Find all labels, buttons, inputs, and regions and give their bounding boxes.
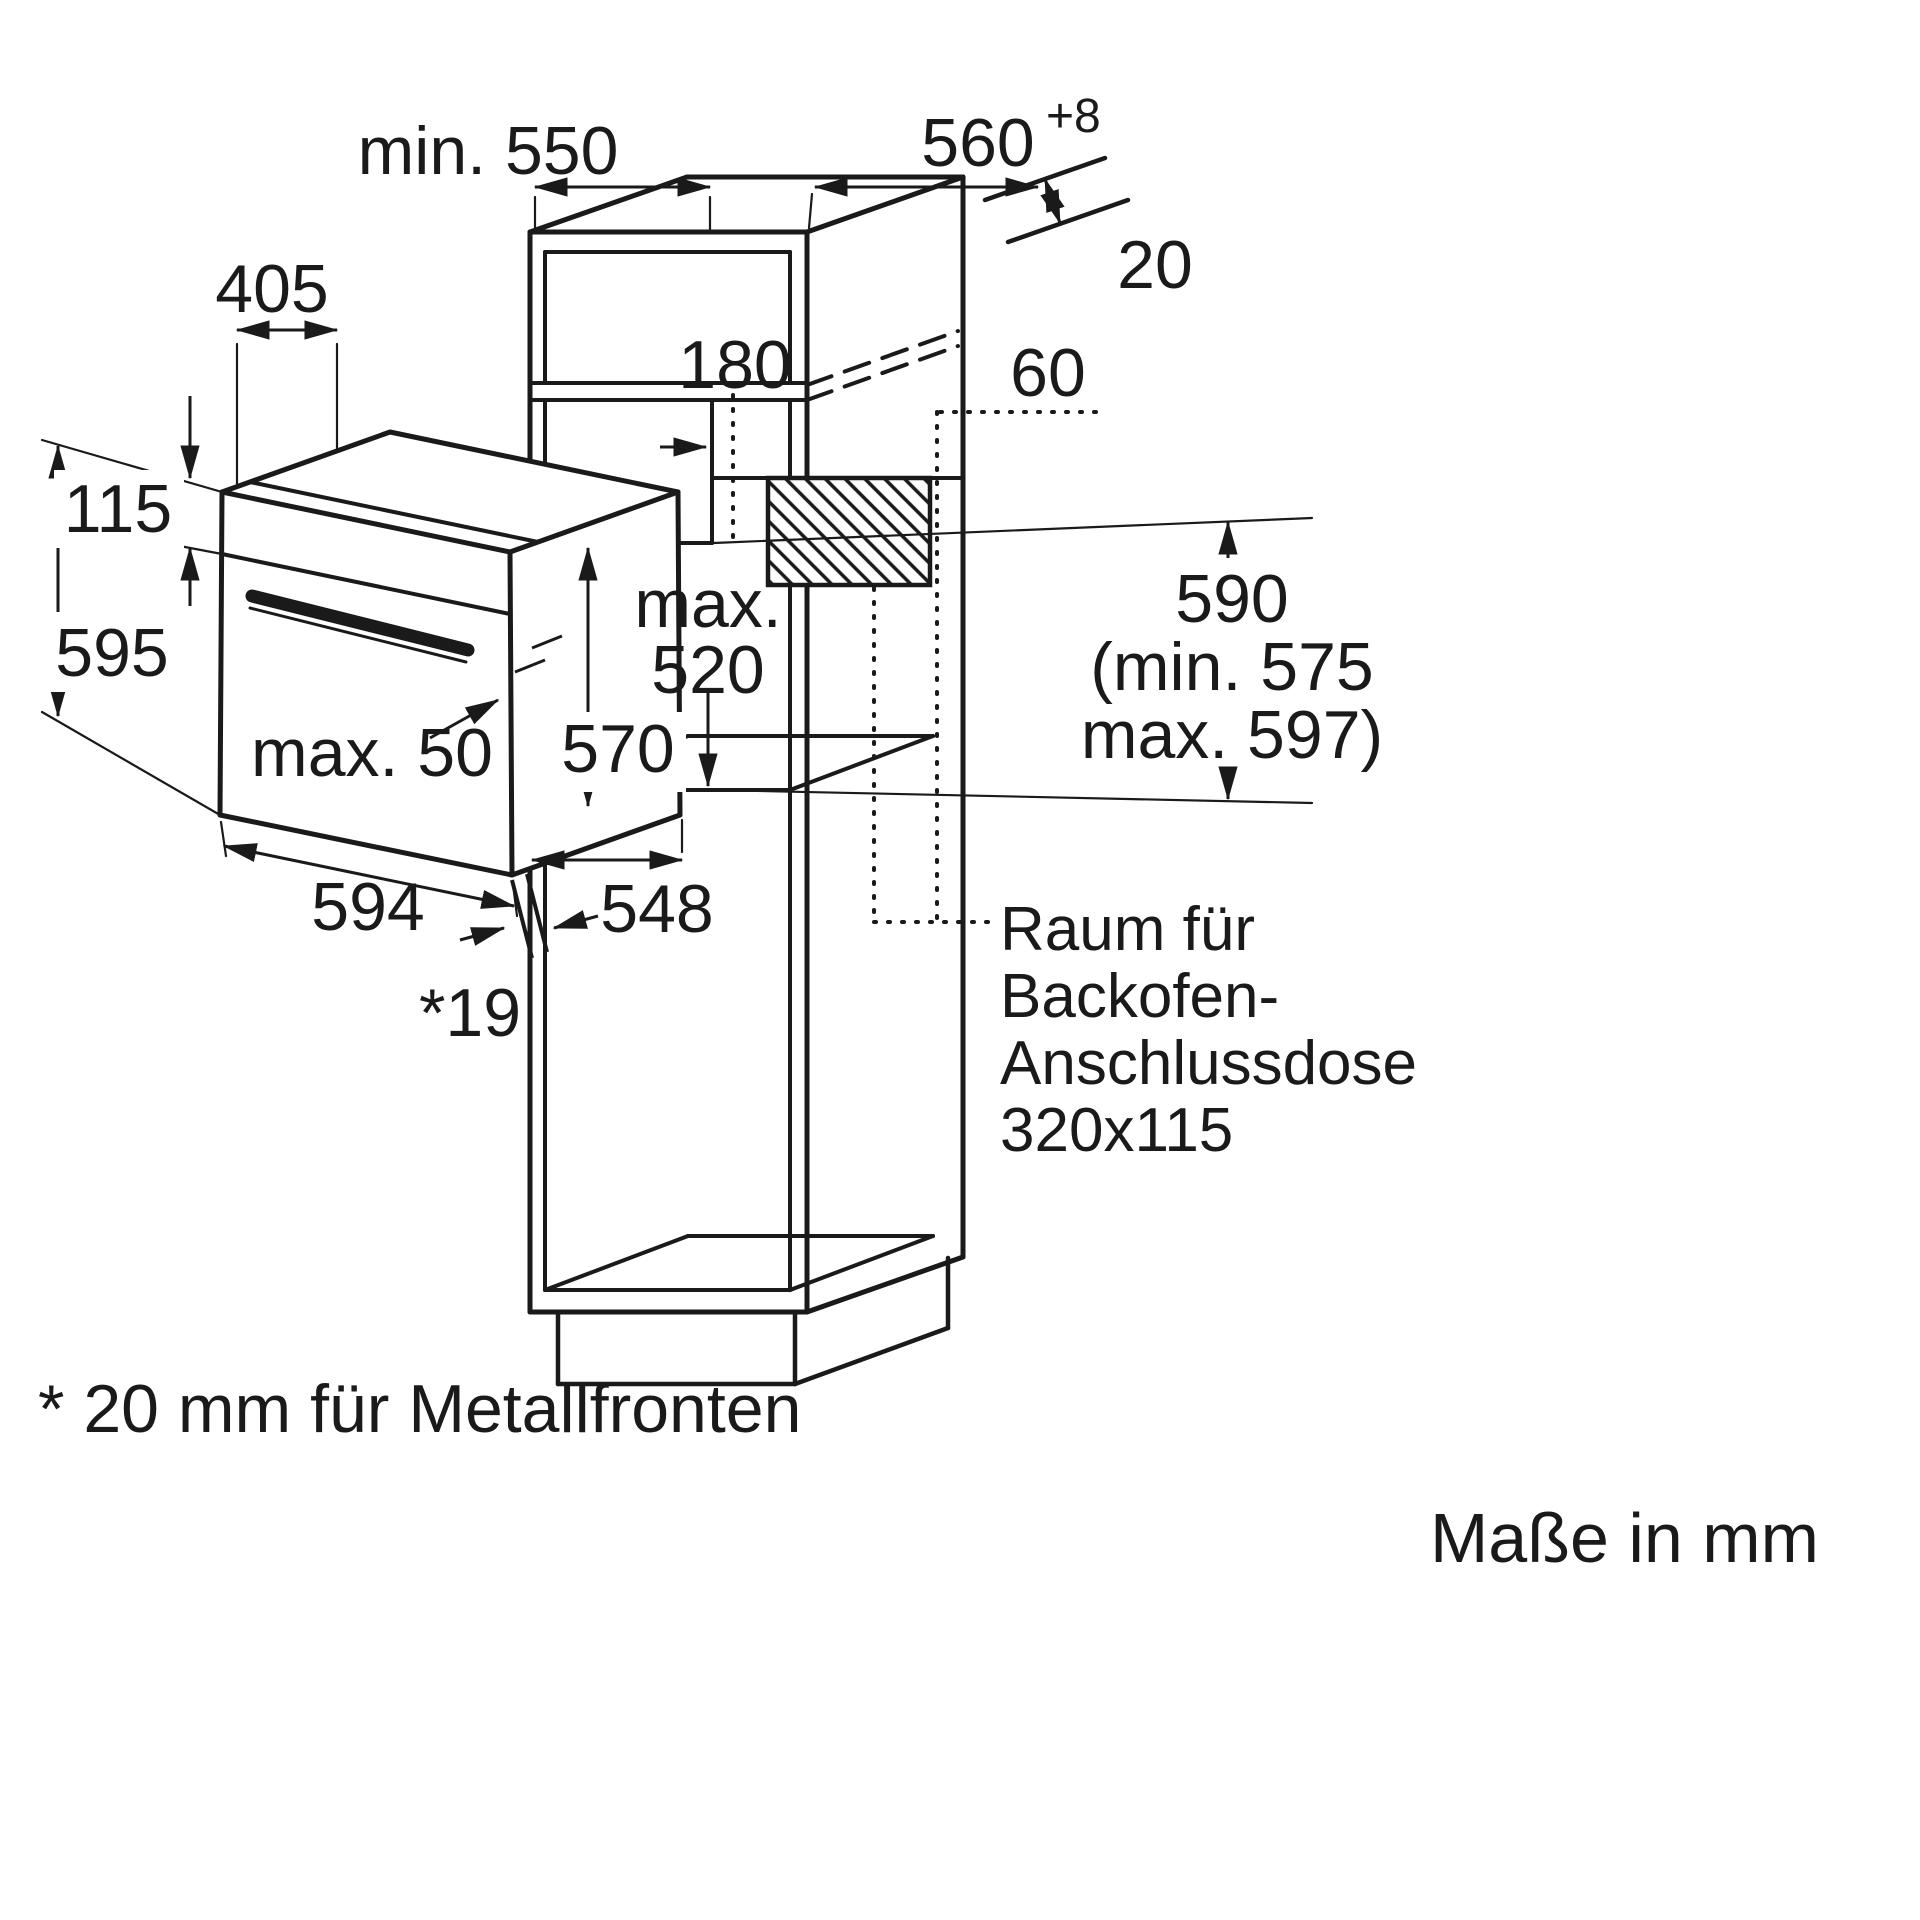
label-top-clearance: 405 <box>215 251 328 327</box>
cable-tick-2 <box>531 634 563 650</box>
label-appliance-height: 595 <box>55 615 168 691</box>
plinth <box>555 1255 951 1387</box>
oven <box>217 429 683 878</box>
label-rear-offset: 60 <box>1010 335 1086 411</box>
dim-overlay-left-arrow <box>459 926 506 946</box>
dim-cable-leader-arrow <box>429 698 500 740</box>
label-niche-height: 590 <box>1175 561 1288 637</box>
extension-lines <box>40 192 1314 918</box>
socket-note-line-4: 320x115 <box>1000 1096 1233 1165</box>
dim-appliance-width <box>222 843 516 909</box>
label-vent-cutout: 180 <box>678 327 791 403</box>
oven-front-right-edge <box>507 549 515 878</box>
socket-note: Raum für Backofen- Anschlussdose 320x115 <box>1000 895 1417 1165</box>
overlay-tick-1 <box>510 879 534 959</box>
label-niche-height-max: max. 597) <box>1081 697 1383 773</box>
dim-overlay-right-arrow <box>552 910 599 930</box>
control-panel-bottom-edge <box>220 552 512 616</box>
connection-box-hatch <box>765 475 933 588</box>
label-rear-gap: 20 <box>1117 227 1193 303</box>
hidden-edges <box>805 329 960 402</box>
label-body-height: 570 <box>561 711 674 787</box>
label-max-520: 520 <box>651 632 764 708</box>
label-unit-depth-tolerance: +8 <box>1046 90 1101 143</box>
label-niche-height-min: (min. 575 <box>1090 629 1373 705</box>
socket-note-line-2: Backofen- <box>1000 962 1279 1031</box>
door-handle <box>245 589 475 657</box>
units-note: Maße in mm <box>1430 1499 1819 1577</box>
label-backplates <box>46 470 686 792</box>
dim-rear-gap <box>1040 177 1065 225</box>
label-max-word: max. <box>634 566 781 642</box>
oven-front-top-edge <box>219 489 513 555</box>
label-body-depth: 548 <box>600 871 713 947</box>
socket-note-line-3: Anschlussdose <box>1000 1029 1417 1098</box>
oven-body-fill <box>220 432 680 875</box>
label-niche-depth-min: min. 550 <box>358 113 619 189</box>
label-cable-max: max. 50 <box>251 715 493 791</box>
label-front-overlay: *19 <box>419 975 521 1051</box>
control-panel-step-edge <box>248 480 540 544</box>
label-panel-height: 115 <box>64 471 172 547</box>
socket-note-line-1: Raum für <box>1000 895 1255 964</box>
door-handle-shadow <box>248 606 468 664</box>
dimension-labels: min. 550 560 +8 20 405 180 60 115 595 ma… <box>55 90 1383 1051</box>
footnote: * 20 mm für Metallfronten <box>38 1371 801 1447</box>
dotted-reference-lines <box>731 393 1110 924</box>
label-appliance-width: 594 <box>311 869 424 945</box>
cable-tick-1 <box>514 658 546 674</box>
label-unit-depth: 560 <box>921 105 1034 181</box>
overlay-tick-2 <box>525 873 549 953</box>
